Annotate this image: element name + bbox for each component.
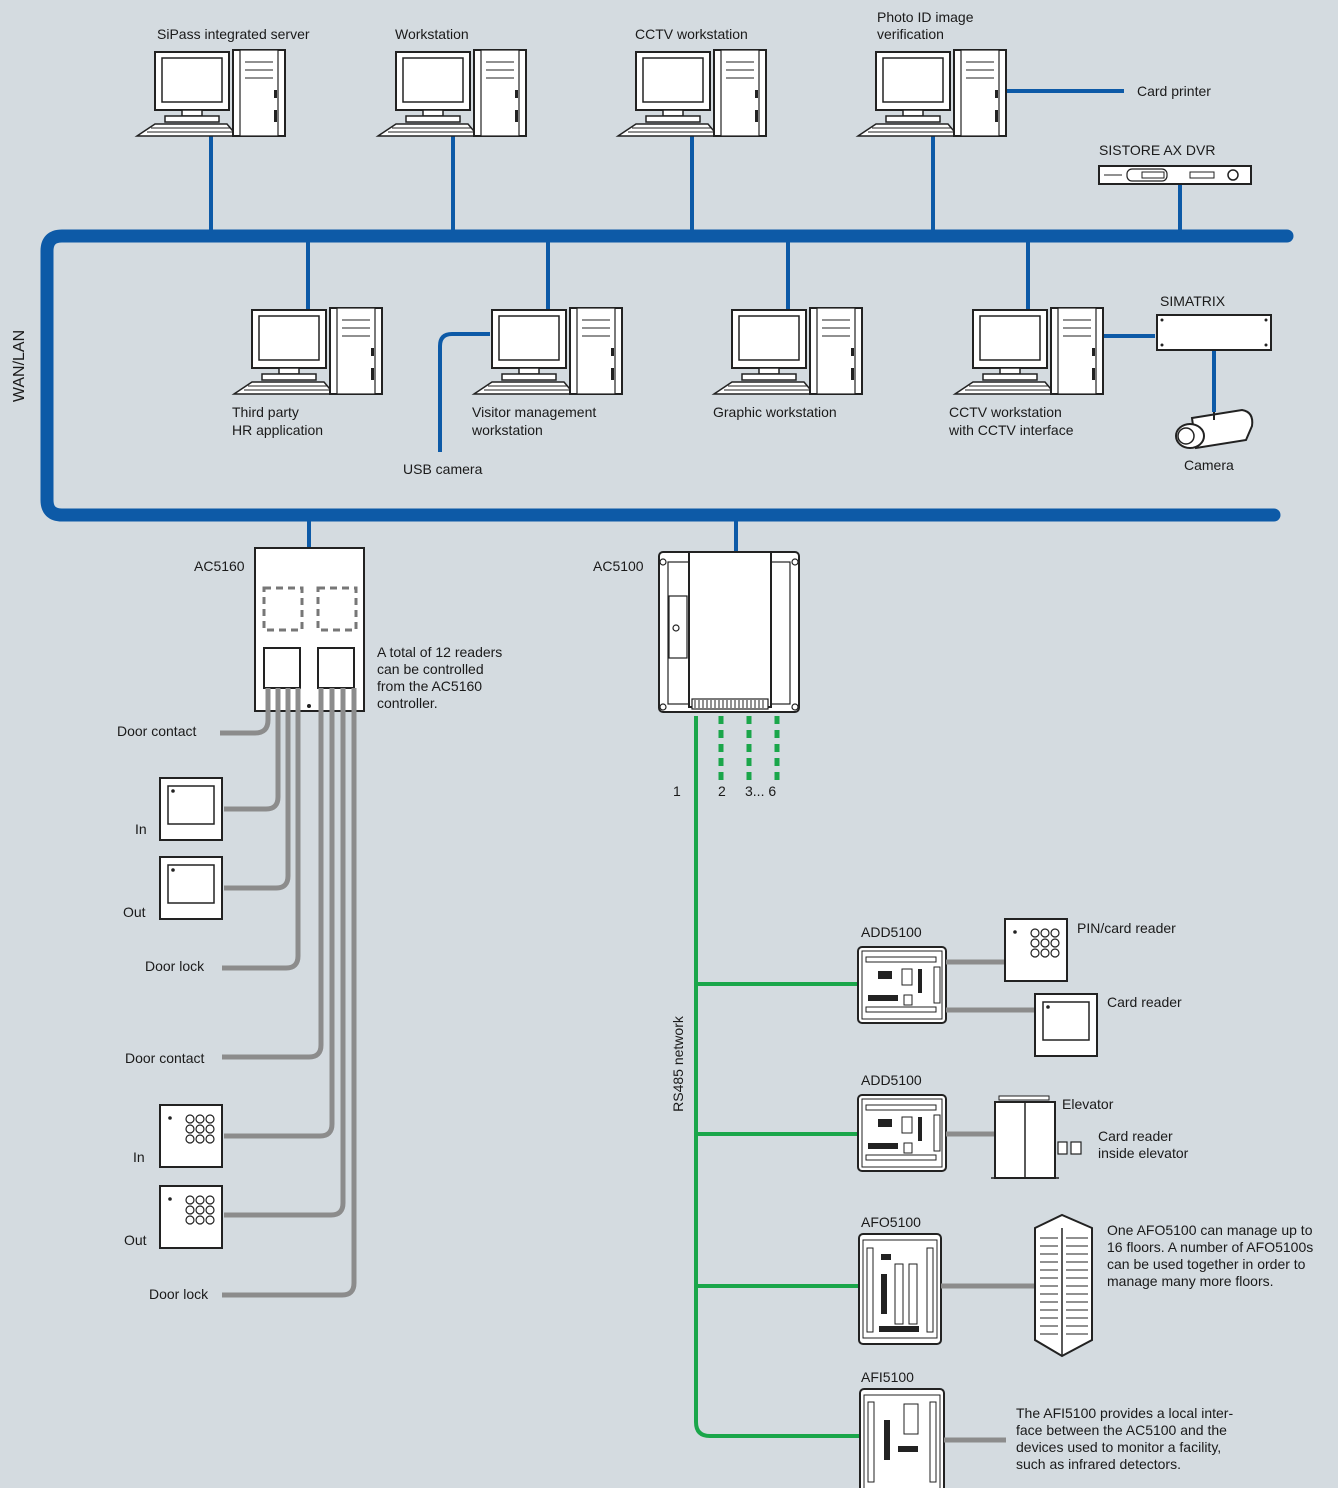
add5100-a-wiring <box>946 959 1034 1013</box>
rs485-wiring <box>694 716 860 1438</box>
in-1-card-reader-icon <box>159 777 223 841</box>
afo5100-note-line1: One AFO5100 can manage up to <box>1107 1222 1313 1238</box>
cctv-interface-label-line1: CCTV workstation <box>949 404 1062 420</box>
graphic-computer-icon <box>713 307 863 395</box>
ac5160-wiring <box>220 688 357 1298</box>
ac5160-label: AC5160 <box>194 558 245 574</box>
hr-computer-icon <box>233 307 383 395</box>
usb-camera-label: USB camera <box>403 461 483 477</box>
cctv-workstation-computer-icon <box>617 49 767 137</box>
door-contact-2-label: Door contact <box>125 1050 204 1066</box>
visitor-label: Visitor management workstation <box>471 404 600 438</box>
pin-card-reader-icon <box>1004 918 1068 982</box>
afi5100-note-line1: The AFI5100 provides a local inter- <box>1016 1405 1233 1421</box>
port-3-6-label: 3... 6 <box>745 783 776 799</box>
out-2-pin-reader-icon <box>159 1185 223 1249</box>
afo5100-label: AFO5100 <box>861 1214 921 1230</box>
building-icon <box>1034 1213 1093 1358</box>
camera-label: Camera <box>1184 457 1234 473</box>
ac5160-note-line2: can be controlled <box>377 661 484 677</box>
add5100-b-label: ADD5100 <box>861 1072 922 1088</box>
ac5100-controller-icon <box>658 551 800 713</box>
pin-card-reader-label: PIN/card reader <box>1077 920 1176 936</box>
out-1-label: Out <box>123 904 146 920</box>
afi5100-note-line2: face between the AC5100 and the <box>1016 1422 1227 1438</box>
ac5160-note-line4: controller. <box>377 695 438 711</box>
cctv-interface-label: CCTV workstation with CCTV interface <box>948 404 1074 438</box>
afo5100-note-line4: manage many more floors. <box>1107 1273 1274 1289</box>
afi5100-label: AFI5100 <box>861 1369 914 1385</box>
ac5160-note: A total of 12 readers can be controlled … <box>377 644 506 711</box>
ac5160-note-line1: A total of 12 readers <box>377 644 502 660</box>
ac5160-controller-icon <box>254 547 365 712</box>
add5100-b-board-icon <box>857 1094 947 1172</box>
afo5100-board-icon <box>858 1233 942 1345</box>
door-lock-2-label: Door lock <box>149 1286 209 1302</box>
out-1-card-reader-icon <box>159 856 223 920</box>
afo5100-note-line3: can be used together in order to <box>1107 1256 1306 1272</box>
elevator-reader-label-line2: inside elevator <box>1098 1145 1189 1161</box>
lan-bus <box>40 229 1294 522</box>
server-computer-icon <box>136 49 286 137</box>
ac5160-note-line3: from the AC5160 <box>377 678 482 694</box>
add5100-a-label: ADD5100 <box>861 924 922 940</box>
afo5100-note: One AFO5100 can manage up to 16 floors. … <box>1107 1222 1317 1289</box>
cctv-interface-computer-icon <box>954 307 1104 395</box>
workstation-label: Workstation <box>395 26 469 42</box>
wan-lan-label: WAN/LAN <box>11 330 28 402</box>
hr-label-line1: Third party <box>232 404 299 420</box>
photo-id-label-line1: Photo ID image <box>877 9 974 25</box>
dvr-label: SISTORE AX DVR <box>1099 142 1215 158</box>
camera-icon <box>1175 408 1254 450</box>
visitor-label-line2: workstation <box>471 422 543 438</box>
dvr-icon <box>1098 165 1252 185</box>
lan-drops <box>209 89 1216 552</box>
port-2-label: 2 <box>718 783 726 799</box>
afo5100-note-line2: 16 floors. A number of AFO5100s <box>1107 1239 1313 1255</box>
card-reader-icon <box>1034 993 1098 1057</box>
elevator-reader-label: Card reader inside elevator <box>1098 1128 1189 1161</box>
visitor-label-line1: Visitor management <box>472 404 596 420</box>
door-contact-1-label: Door contact <box>117 723 196 739</box>
hr-label: Third party HR application <box>232 404 323 438</box>
door-lock-1-label: Door lock <box>145 958 205 974</box>
visitor-computer-icon <box>473 307 623 395</box>
photo-id-label-line2: verification <box>877 26 944 42</box>
in-2-label: In <box>133 1149 145 1165</box>
elevator-card-reader-icon <box>1057 1141 1082 1155</box>
card-printer-label: Card printer <box>1137 83 1211 99</box>
in-1-label: In <box>135 821 147 837</box>
photo-id-label: Photo ID image verification <box>877 9 977 42</box>
card-reader-label: Card reader <box>1107 994 1182 1010</box>
graphic-label: Graphic workstation <box>713 404 837 420</box>
in-2-pin-reader-icon <box>159 1104 223 1168</box>
workstation-computer-icon <box>377 49 527 137</box>
cctv-workstation-label: CCTV workstation <box>635 26 748 42</box>
elevator-reader-label-line1: Card reader <box>1098 1128 1173 1144</box>
afi5100-note-line4: such as infrared detectors. <box>1016 1456 1181 1472</box>
afi5100-note-line3: devices used to monitor a facility, <box>1016 1439 1221 1455</box>
out-2-label: Out <box>124 1232 147 1248</box>
port-1-label: 1 <box>673 783 681 799</box>
elevator-icon <box>991 1095 1059 1179</box>
afi5100-note: The AFI5100 provides a local inter- face… <box>1016 1405 1237 1472</box>
elevator-label: Elevator <box>1062 1096 1114 1112</box>
simatrix-label: SIMATRIX <box>1160 293 1226 309</box>
hr-label-line2: HR application <box>232 422 323 438</box>
simatrix-icon <box>1156 314 1272 351</box>
cctv-interface-label-line2: with CCTV interface <box>948 422 1074 438</box>
ac5100-label: AC5100 <box>593 558 644 574</box>
rs485-label: RS485 network <box>670 1015 686 1112</box>
server-label: SiPass integrated server <box>157 26 310 42</box>
afi5100-board-icon <box>859 1388 945 1488</box>
add5100-a-board-icon <box>857 946 947 1024</box>
photo-id-computer-icon <box>857 49 1007 137</box>
